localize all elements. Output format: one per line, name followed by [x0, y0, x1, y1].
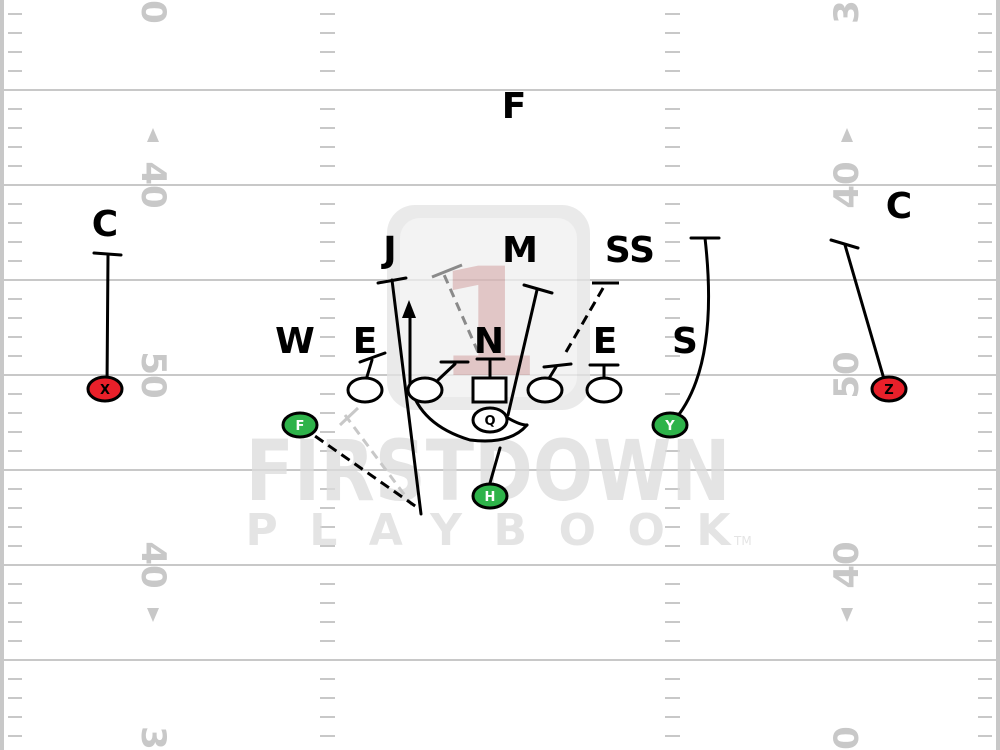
route-end — [92, 251, 123, 257]
end-left-label: E — [353, 321, 378, 362]
left-tackle — [346, 376, 384, 404]
corner-left-label: C — [92, 204, 118, 245]
sam-label: S — [672, 321, 698, 362]
mike-label: M — [502, 230, 538, 271]
yard-numbers-right: 3 40 50 40 0 — [827, 0, 867, 750]
player-marker — [86, 375, 124, 403]
player-marker — [471, 482, 509, 510]
yard-number: 40 — [827, 541, 867, 588]
alt-route-end — [338, 406, 360, 427]
fullback-route — [301, 425, 419, 510]
player-label: Z — [884, 383, 893, 398]
watermark-trademark: TM — [733, 534, 752, 548]
yard-number: 0 — [827, 726, 867, 750]
alt-route — [343, 414, 414, 506]
yard-number: 40 — [827, 161, 867, 208]
player-marker — [471, 406, 509, 434]
guard-block — [436, 362, 457, 382]
defense-labels: F C C J M SS W E N E S — [92, 86, 912, 362]
alt-fullback-route — [338, 406, 414, 506]
yard-number: 40 — [133, 541, 173, 588]
arrow-head-icon — [402, 300, 416, 318]
receiver-z: Z — [870, 375, 908, 403]
yard-number: 50 — [827, 351, 867, 398]
hash-marks — [8, 13, 992, 737]
route-end — [376, 276, 408, 285]
quarterback: Q — [471, 406, 509, 434]
yard-number: 3 — [133, 726, 173, 750]
halfback: H — [471, 482, 509, 510]
alt-routes — [431, 263, 480, 353]
dashed-routes — [301, 282, 608, 510]
direction-arrow-icon — [147, 128, 159, 142]
route-end — [542, 362, 573, 369]
halfback-route — [488, 446, 502, 485]
fullback: F — [281, 411, 319, 439]
routes — [92, 236, 888, 516]
route-end — [358, 351, 387, 364]
handoff-arc — [506, 416, 529, 427]
center — [471, 376, 508, 404]
offensive-line — [346, 376, 623, 404]
end-right-label: E — [593, 321, 618, 362]
player-marker — [651, 411, 689, 439]
player-marker — [870, 375, 908, 403]
yard-number: 50 — [133, 351, 173, 398]
tight-end: Y — [651, 411, 689, 439]
tight-end-route — [670, 236, 711, 425]
direction-arrow-icon — [841, 128, 853, 142]
jack-label: J — [380, 230, 396, 271]
player-label: X — [100, 383, 110, 398]
yard-numbers-left: 0 40 50 40 3 — [133, 0, 173, 750]
free-safety-label: F — [502, 86, 527, 127]
route-end — [522, 283, 554, 295]
player-label: H — [485, 490, 496, 505]
jack-route — [390, 278, 423, 516]
end-right-route — [564, 282, 608, 353]
right-guard — [526, 376, 564, 404]
alt-blitz-end — [431, 263, 463, 279]
will-label: W — [275, 321, 315, 362]
yard-number: 40 — [133, 161, 173, 208]
player-label: Y — [664, 419, 675, 434]
corner-right-label: C — [886, 186, 912, 227]
corner-left-route — [105, 253, 110, 389]
right-tackle — [585, 376, 623, 404]
player-label: Q — [484, 414, 495, 429]
receiver-x: X — [86, 375, 124, 403]
nose-label: N — [474, 321, 504, 362]
route-end — [829, 238, 860, 250]
left-guard — [406, 376, 444, 404]
player-label: F — [296, 419, 305, 434]
watermark-logo-inner — [400, 218, 577, 397]
mike-route — [506, 288, 539, 417]
strong-safety-label: SS — [605, 230, 655, 271]
direction-arrow-icon — [841, 608, 853, 622]
yard-number: 0 — [133, 0, 173, 24]
direction-arrow-icon — [147, 608, 159, 622]
yard-number: 3 — [827, 0, 867, 24]
player-marker — [281, 411, 319, 439]
corner-right-route — [843, 243, 888, 388]
